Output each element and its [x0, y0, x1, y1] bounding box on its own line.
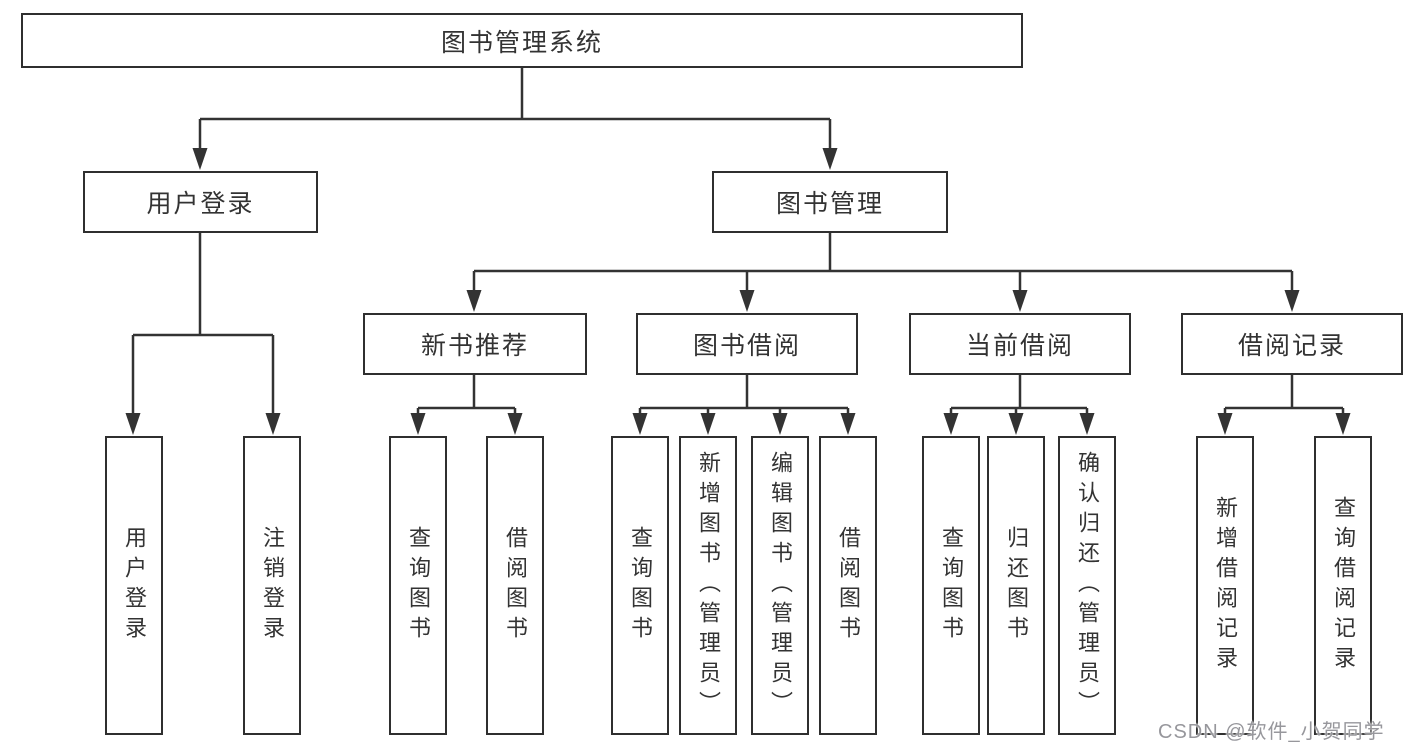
connector-userlogin-to-leaves — [131, 233, 275, 415]
connector-newbook-to-leaves — [416, 375, 517, 415]
node-book-management: 图书管理 — [712, 171, 948, 233]
arrow-down-icon — [265, 413, 281, 435]
leaf-confirm-return-admin: 确认归还（管理员） — [1058, 436, 1116, 735]
node-new-book-recommend: 新书推荐 — [363, 313, 587, 375]
arrow-down-icon — [1284, 290, 1300, 312]
arrow-down-icon — [125, 413, 141, 435]
node-borrowing-records: 借阅记录 — [1181, 313, 1403, 375]
node-borrowing-records-label: 借阅记录 — [1237, 332, 1346, 360]
arrow-down-icon — [1008, 413, 1024, 435]
leaf-logout: 注销登录 — [243, 436, 301, 735]
leaf-query-books-borrowing: 查询图书 — [611, 436, 669, 735]
arrow-down-icon — [1079, 413, 1095, 435]
csdn-watermark: CSDN @软件_小贺同学 — [1158, 721, 1385, 743]
connector-root-to-level1 — [198, 68, 832, 150]
node-new-book-recommend-label: 新书推荐 — [420, 332, 529, 360]
arrow-down-icon — [822, 148, 838, 170]
leaf-edit-books-admin: 编辑图书（管理员） — [751, 436, 809, 735]
leaf-query-books-recommend: 查询图书 — [389, 436, 447, 735]
leaf-return-books: 归还图书 — [987, 436, 1045, 735]
leaf-borrow-books: 借阅图书 — [819, 436, 877, 735]
node-book-borrowing: 图书借阅 — [636, 313, 858, 375]
node-root-system-label: 图书管理系统 — [440, 28, 603, 57]
arrowheads — [125, 148, 1351, 435]
leaf-query-books-current: 查询图书 — [922, 436, 980, 735]
arrow-down-icon — [943, 413, 959, 435]
connector-bookmgmt-to-level2 — [472, 233, 1294, 292]
connector-borrowrecord-to-leaves — [1223, 375, 1345, 415]
leaf-add-books-admin: 新增图书（管理员） — [679, 436, 737, 735]
node-current-borrowing-label: 当前借阅 — [965, 332, 1074, 360]
leaf-user-login: 用户登录 — [105, 436, 163, 735]
arrow-down-icon — [410, 413, 426, 435]
arrow-down-icon — [700, 413, 716, 435]
arrow-down-icon — [840, 413, 856, 435]
arrow-down-icon — [1012, 290, 1028, 312]
node-user-login-label: 用户登录 — [146, 190, 255, 218]
node-book-borrowing-label: 图书借阅 — [692, 332, 801, 360]
connector-bookborrow-to-leaves — [638, 375, 850, 415]
node-book-management-label: 图书管理 — [775, 190, 884, 218]
node-root-system: 图书管理系统 — [21, 13, 1023, 68]
leaf-add-borrowing-record: 新增借阅记录 — [1196, 436, 1254, 735]
arrow-down-icon — [772, 413, 788, 435]
arrow-down-icon — [192, 148, 208, 170]
arrow-down-icon — [1217, 413, 1233, 435]
arrow-down-icon — [466, 290, 482, 312]
node-user-login: 用户登录 — [83, 171, 318, 233]
arrow-down-icon — [507, 413, 523, 435]
arrow-down-icon — [1335, 413, 1351, 435]
connector-currentborrow-to-leaves — [949, 375, 1089, 415]
node-current-borrowing: 当前借阅 — [909, 313, 1131, 375]
leaf-query-borrowing-record: 查询借阅记录 — [1314, 436, 1372, 735]
arrow-down-icon — [739, 290, 755, 312]
leaf-borrow-books-recommend: 借阅图书 — [486, 436, 544, 735]
arrow-down-icon — [632, 413, 648, 435]
